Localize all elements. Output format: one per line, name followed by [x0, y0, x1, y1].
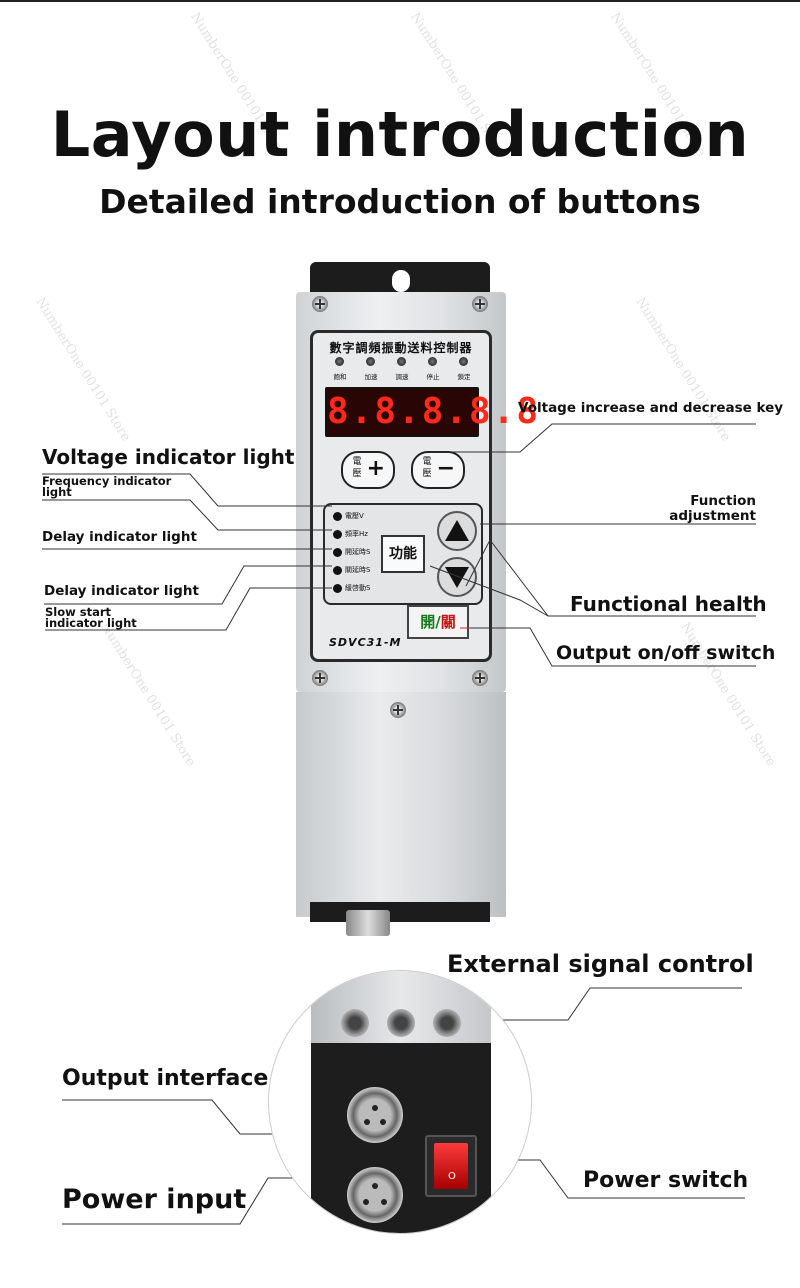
label-delay-indicator-light-1: Delay indicator light: [42, 529, 197, 545]
output-onoff-button[interactable]: 開/關: [407, 605, 469, 639]
bottom-detail-zoom: O: [268, 970, 532, 1234]
label-power-input: Power input: [62, 1184, 247, 1215]
control-panel: 數字調頻振動送料控制器 飽和 加速 調速 停止 鎖定 8.8.8.8.8 電壓 …: [310, 330, 538, 662]
model-number: SDVC31-M: [329, 636, 402, 649]
signal-port[interactable]: [387, 1009, 415, 1037]
indicator-slow-start: 緩啓動S: [333, 583, 370, 593]
detail-housing-top: [311, 971, 491, 1043]
status-led: [366, 357, 375, 366]
panel-title: 數字調頻振動送料控制器: [329, 341, 473, 355]
function-button[interactable]: 功能: [381, 535, 425, 573]
page-subtitle: Detailed introduction of buttons: [99, 182, 701, 221]
screw-icon: [390, 702, 406, 718]
controller-device: 數字調頻振動送料控制器 飽和 加速 調速 停止 鎖定 8.8.8.8.8 電壓 …: [296, 262, 538, 936]
label-slow-start-indicator-light: Slow start indicator light: [45, 605, 137, 630]
label-external-signal-control: External signal control: [447, 950, 754, 978]
status-led: [397, 357, 406, 366]
signal-port[interactable]: [341, 1009, 369, 1037]
voltage-plus-button[interactable]: 電壓 +: [341, 451, 395, 489]
device-lower-body: [296, 692, 506, 917]
status-led-label: 鎖定: [457, 373, 471, 381]
label-delay-indicator-light-2: Delay indicator light: [44, 583, 199, 599]
label-voltage-increase-decrease-key: Voltage increase and decrease key: [518, 400, 784, 416]
triangle-up-icon: [445, 520, 469, 541]
power-rocker-switch[interactable]: O: [425, 1135, 477, 1197]
status-led: [428, 357, 437, 366]
label-power-switch: Power switch: [583, 1168, 749, 1193]
bottom-connector: [346, 910, 390, 936]
output-interface-connector[interactable]: [347, 1087, 403, 1143]
top-border: [0, 0, 800, 2]
detail-housing-bottom: [311, 1043, 491, 1233]
label-functional-health: Functional health: [570, 592, 767, 616]
screw-icon: [312, 296, 328, 312]
status-led-label: 調速: [395, 373, 409, 381]
power-switch-mark: O: [448, 1171, 456, 1182]
screw-icon: [472, 296, 488, 312]
screw-icon: [312, 670, 328, 686]
status-led: [459, 357, 468, 366]
status-led-label: 加速: [364, 373, 378, 381]
screw-icon: [472, 670, 488, 686]
indicator-subpanel: 電壓V 頻率Hz 開延時S 關延時S 緩啓動S 功能: [323, 503, 483, 605]
label-function-adjustment: Function adjustment: [669, 493, 756, 524]
up-arrow-button[interactable]: [437, 511, 477, 551]
status-led-label: 停止: [426, 373, 440, 381]
label-output-onoff-switch: Output on/off switch: [556, 642, 776, 664]
label-output-interface: Output interface: [62, 1066, 269, 1091]
indicator-on-delay: 開延時S: [333, 547, 370, 557]
power-input-connector[interactable]: [347, 1167, 403, 1223]
signal-port[interactable]: [433, 1009, 461, 1037]
status-led-label: 飽和: [333, 373, 347, 381]
triangle-down-icon: [445, 567, 469, 588]
label-voltage-indicator-light: Voltage indicator light: [42, 445, 295, 469]
indicator-voltage: 電壓V: [333, 511, 364, 521]
status-led: [335, 357, 344, 366]
indicator-frequency: 頻率Hz: [333, 529, 368, 539]
label-frequency-indicator-light: Frequency indicator light: [42, 474, 172, 499]
page-title: Layout introduction: [50, 98, 750, 171]
indicator-off-delay: 關延時S: [333, 565, 370, 575]
